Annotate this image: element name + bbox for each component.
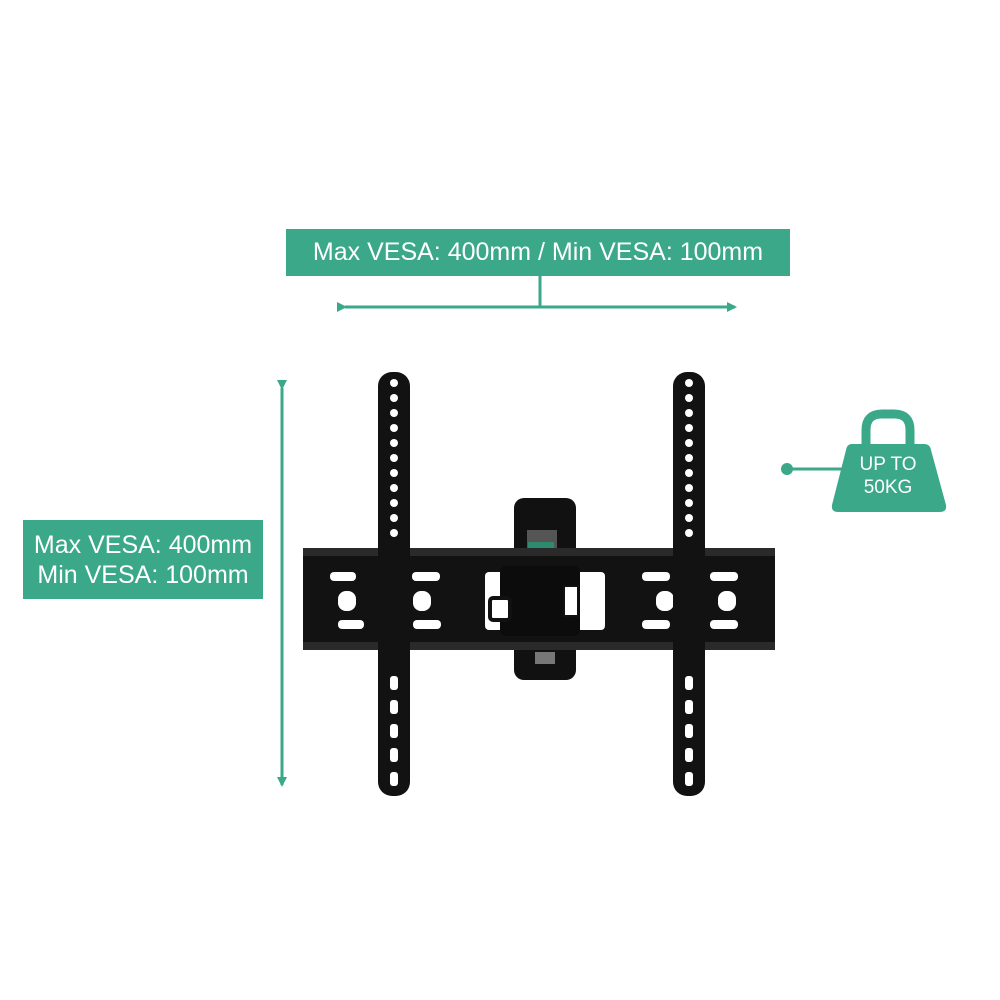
- height-min-vesa-text: Min VESA: 100mm: [37, 560, 249, 589]
- width-vesa-label: Max VESA: 400mm / Min VESA: 100mm: [286, 229, 790, 276]
- center-swivel: [485, 566, 605, 636]
- height-max-vesa-text: Max VESA: 400mm: [33, 530, 253, 559]
- weight-line-1: UP TO: [859, 454, 917, 475]
- width-dimension-arrow: [337, 276, 737, 312]
- weight-icon: [831, 409, 947, 512]
- weight-connector: [781, 463, 845, 475]
- tv-mount-bracket: [303, 372, 775, 796]
- height-vesa-label: Max VESA: 400mm Min VESA: 100mm: [23, 520, 263, 599]
- weight-line-2: 50KG: [863, 477, 913, 498]
- left-vertical-arm: [378, 372, 410, 796]
- right-vertical-arm: [673, 372, 705, 796]
- weight-capacity-label: UP TO 50KG: [838, 453, 938, 499]
